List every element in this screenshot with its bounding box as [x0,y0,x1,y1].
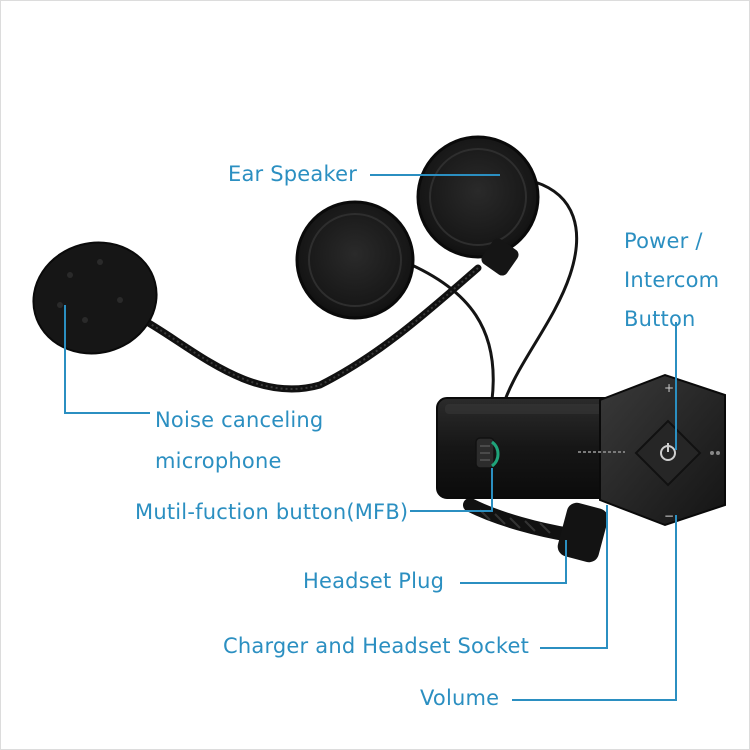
speaker-cable-right [503,180,578,401]
leader-headset-plug [460,540,567,584]
label-noise-line-1: Noise canceling [155,408,324,432]
svg-text:−: − [664,509,674,523]
label-multi-function-button: Mutil-fuction button(MFB) [135,500,409,524]
cables [404,180,578,401]
label-charger-headset-socket: Charger and Headset Socket [223,634,530,658]
label-noise-canceling-microphone: Noise canceling microphone [155,400,355,482]
label-ear-speaker: Ear Speaker [228,162,358,186]
intercom-unit: + − [436,373,726,527]
speaker-cable-left [404,260,495,401]
leader-noise-mic [64,305,150,414]
label-power-line-3: Button [624,307,696,331]
mfb-button [475,437,500,469]
leader-lines [64,174,677,701]
ear-speaker-back [416,135,540,276]
headset-plug-cable [463,498,609,563]
leader-charger-socket [540,505,608,649]
ear-speaker-front [295,200,415,320]
leader-volume [512,515,677,701]
microphone-boom [136,264,482,393]
leader-mfb [410,468,493,512]
label-noise-line-2: microphone [155,449,282,473]
label-headset-plug: Headset Plug [303,569,445,593]
label-volume: Volume [420,686,500,710]
label-power-intercom-button: Power / Intercom Button [624,222,734,339]
label-power-line-2: Intercom [624,268,720,292]
power-icon [660,443,676,461]
label-power-line-1: Power / [624,229,703,253]
svg-text:+: + [664,381,674,395]
foam-microphone [32,241,158,355]
